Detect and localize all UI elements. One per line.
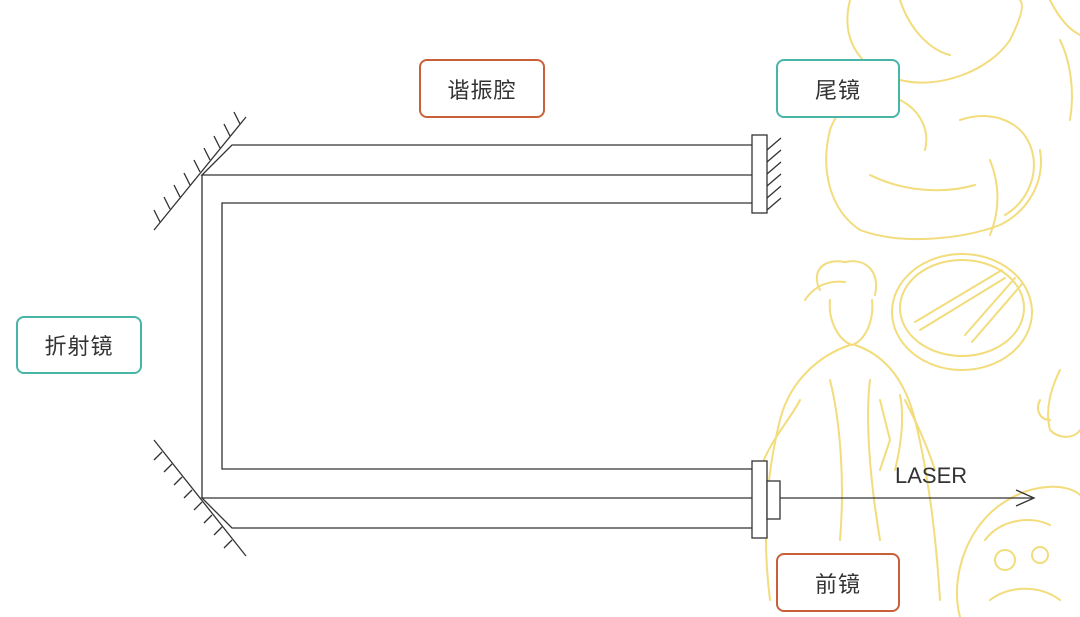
resonant-cavity-label: 谐振腔 <box>419 59 545 118</box>
opera-figure-illustration <box>759 0 1080 617</box>
fold-mirror-bottom <box>153 439 247 557</box>
front-mirror-label: 前镜 <box>776 553 900 612</box>
fold-mirror-label: 折射镜 <box>16 316 142 374</box>
rear-mirror <box>751 134 782 214</box>
beam-path <box>200 144 752 529</box>
rear-mirror-label: 尾镜 <box>776 59 900 118</box>
drum-illustration <box>891 253 1033 371</box>
front-mirror <box>751 460 781 539</box>
fold-mirror-top <box>153 111 247 231</box>
laser-output-label: LASER <box>895 463 968 488</box>
arrow-right-icon <box>780 489 1036 507</box>
